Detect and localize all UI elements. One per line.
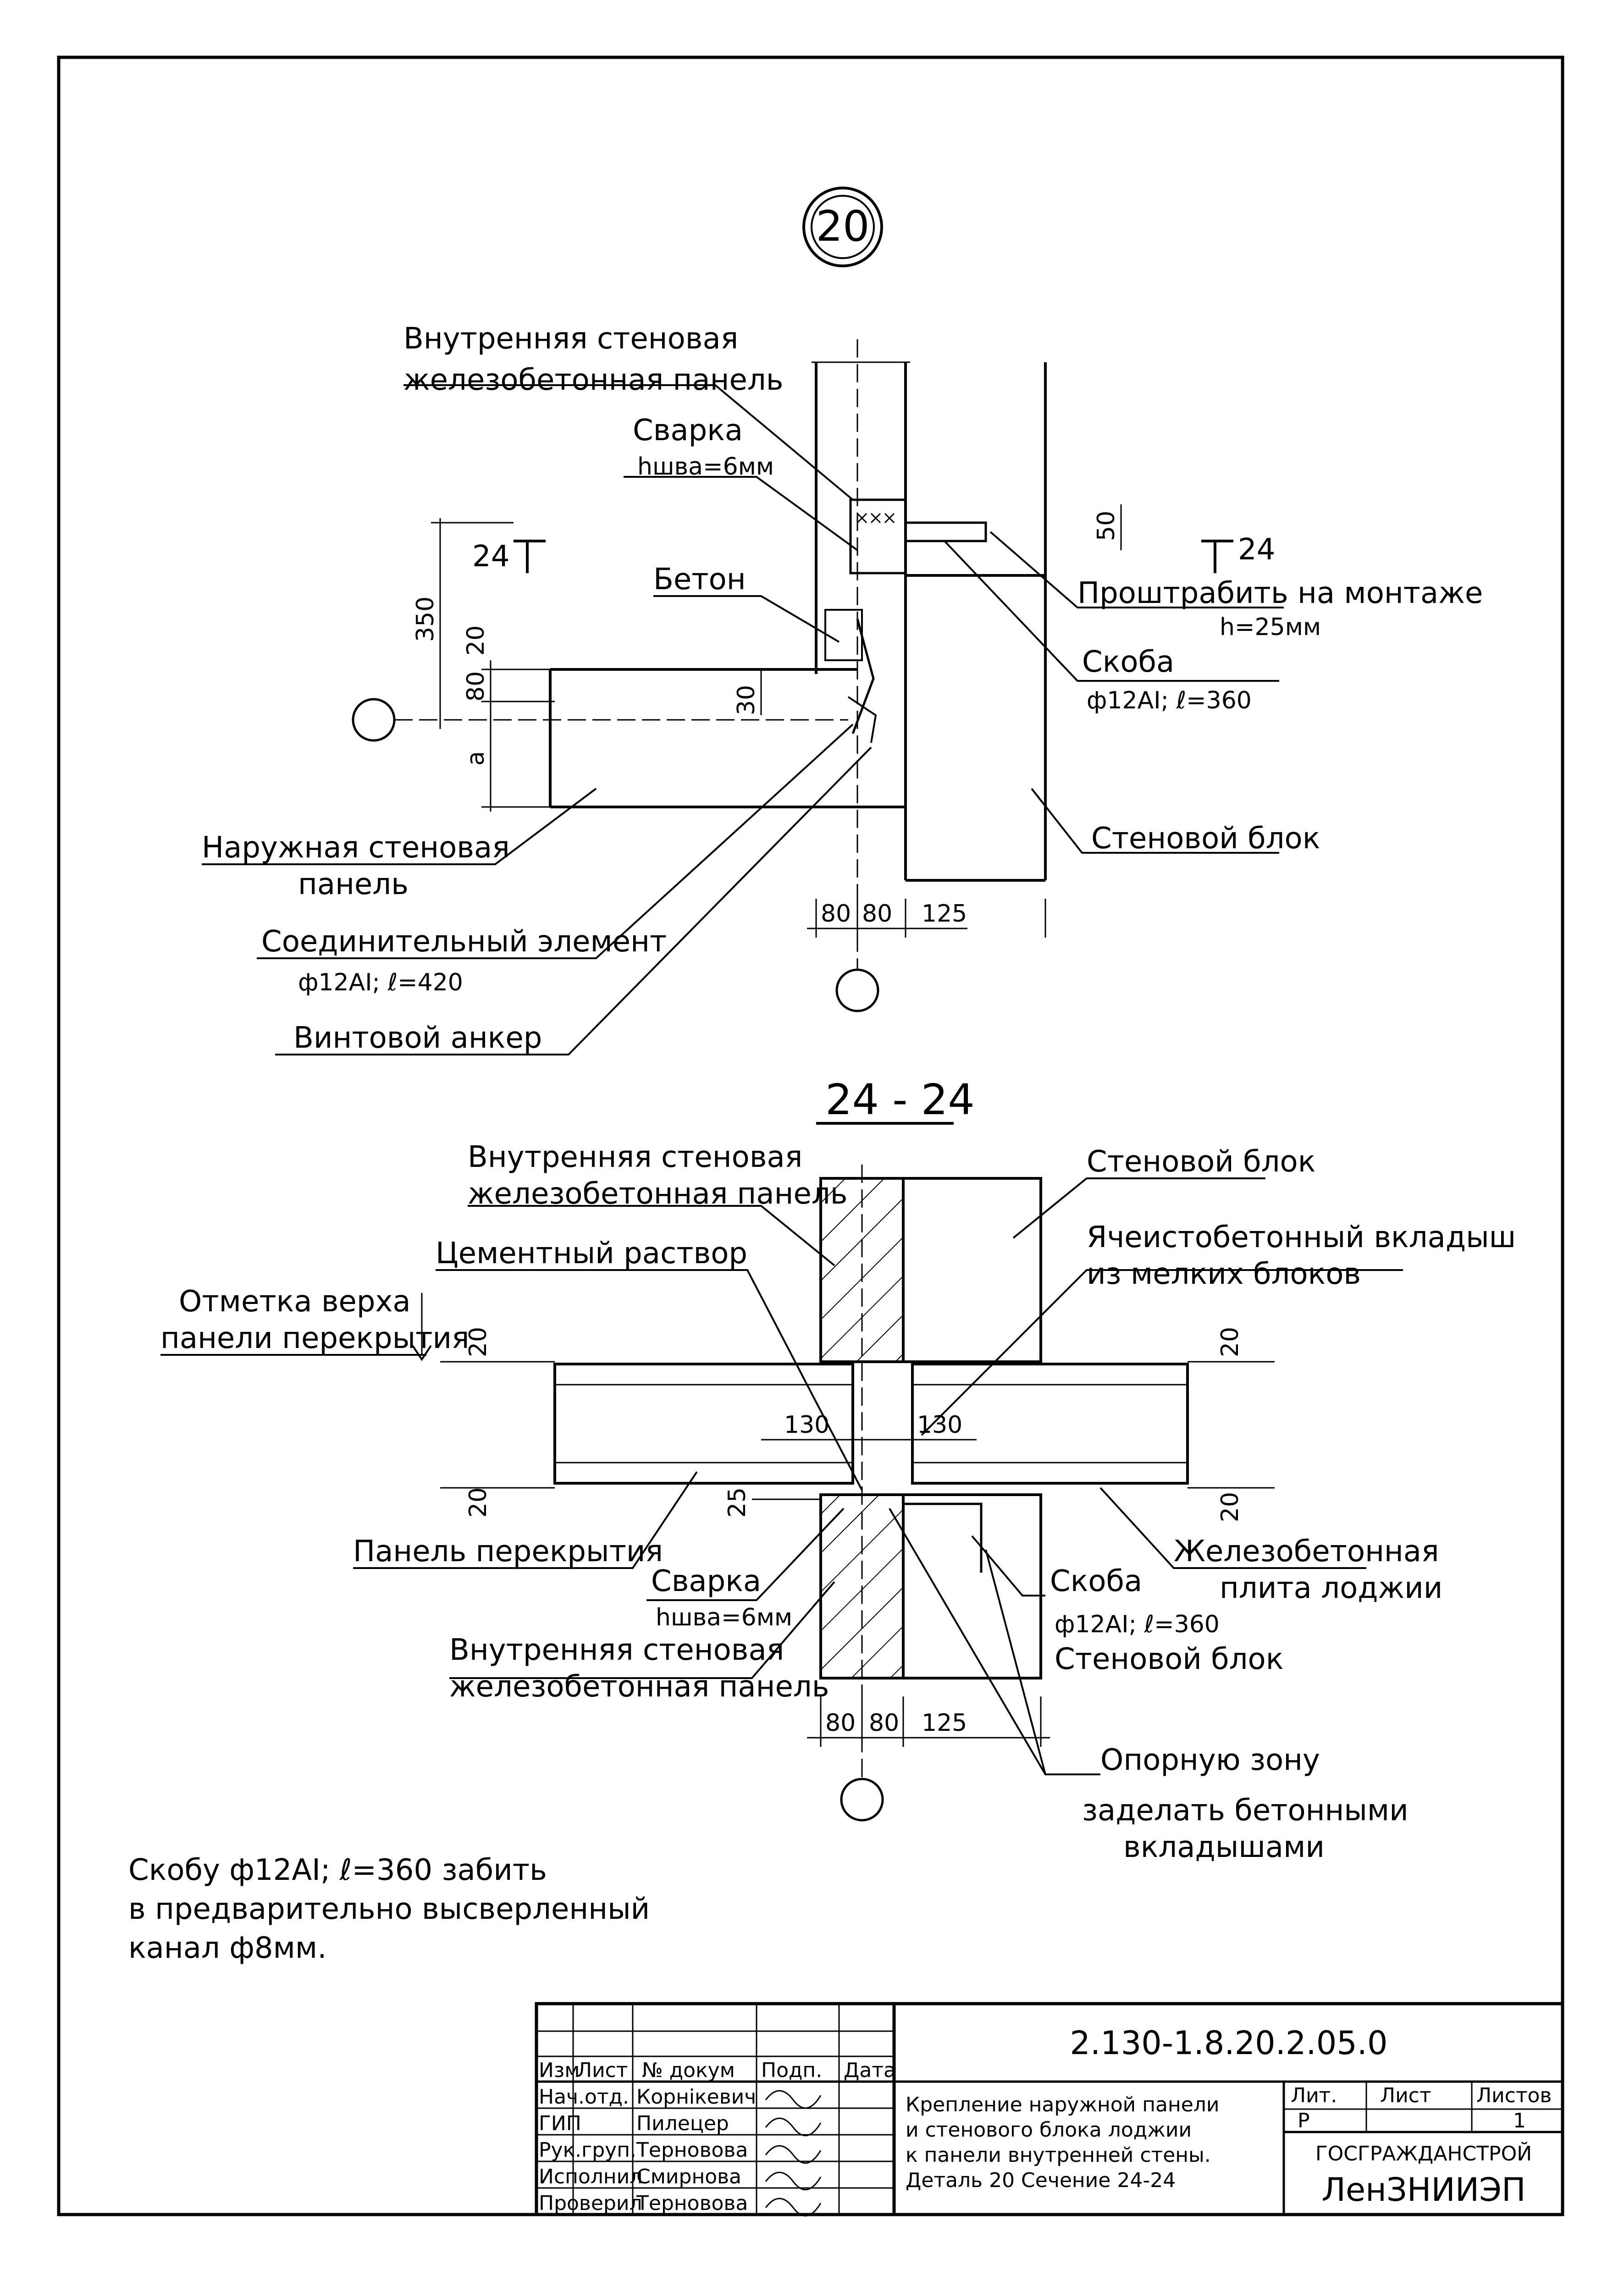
title-block: Изм Лист № докум Подп. Дата Нач.отд. Кор…: [535, 2002, 1564, 2217]
label-bracket-2: ф12АI; ℓ=360: [1087, 687, 1252, 714]
section-title: 24 - 24: [825, 1075, 975, 1124]
dim-130a: 130: [784, 1411, 829, 1439]
dim-30: 30: [733, 685, 760, 715]
label-inner-panel-1: Внутренняя стеновая: [403, 322, 738, 356]
label-concrete: Бетон: [653, 563, 746, 597]
label-outer-panel-1: Наружная стеновая: [202, 831, 510, 865]
label-connector-2: ф12АI; ℓ=420: [298, 969, 463, 996]
section-label-mark-1: Отметка верха: [179, 1285, 411, 1319]
note: Скобу ф12АI; ℓ=360 забить в предваритель…: [128, 1853, 650, 1965]
section-label-floor-panel: Панель перекрытия: [353, 1535, 663, 1569]
section-mark-right: 24: [1238, 533, 1275, 567]
tb-doc-code: 2.130-1.8.20.2.05.0: [1070, 2024, 1387, 2062]
detail-20: 20 24: [202, 187, 1483, 1055]
tb-description-1: Крепление наружной панели: [906, 2093, 1220, 2116]
tb-name-1: Пилецер: [636, 2112, 729, 2135]
tb-role-1: ГИП: [539, 2112, 581, 2135]
label-connector-1: Соединительный элемент: [261, 925, 667, 959]
tb-role-4: Проверил: [539, 2192, 642, 2215]
section-label-support-2: заделать бетонными: [1082, 1794, 1409, 1828]
tb-role-3: Исполнил: [539, 2165, 642, 2188]
tb-name-0: Корнiкевич: [636, 2085, 756, 2109]
section-label-inner-b1: Внутренняя стеновая: [449, 1633, 784, 1667]
tb-lit-value: Р: [1298, 2109, 1310, 2132]
dim-80: 80: [462, 671, 490, 702]
label-bracket-1: Скоба: [1082, 645, 1174, 679]
tb-name-3: Смирнова: [636, 2165, 741, 2188]
detail-number: 20: [816, 202, 869, 251]
section-label-inner-panel-2: железобетонная панель: [468, 1177, 847, 1211]
dim-350: 350: [412, 597, 439, 642]
sheet-frame: [57, 55, 1564, 2216]
detail-number-circle-inner: [811, 195, 875, 259]
tb-name-2: Терновова: [636, 2138, 748, 2162]
dim-20a: 20: [464, 1327, 492, 1357]
label-weld-1: Сварка: [633, 414, 743, 447]
section-label-support-3: вкладышами: [1123, 1830, 1325, 1864]
label-chase-2: h=25мм: [1220, 613, 1321, 641]
section-label-rc-slab-1: Железобетонная: [1174, 1535, 1439, 1569]
section-dim-80a: 80: [825, 1709, 856, 1737]
section-label-weld-1: Сварка: [651, 1564, 761, 1598]
tb-header-list: Лист: [577, 2059, 628, 2082]
section-mark-left: 24: [472, 540, 509, 574]
dim-20b: 20: [464, 1487, 492, 1518]
dim-25: 25: [724, 1487, 751, 1518]
label-chase-1: Проштрабить на монтаже: [1077, 576, 1483, 610]
tb-sheets-label: Листов: [1476, 2084, 1552, 2107]
dim-bottom-80a: 80: [821, 900, 851, 928]
section-label-rc-slab-2: плита лоджии: [1220, 1571, 1442, 1605]
section-label-aerated-1: Ячеистобетонный вкладыш: [1087, 1221, 1516, 1254]
tb-header-doc: № докум: [642, 2059, 735, 2082]
section-label-support-1: Опорную зону: [1100, 1743, 1320, 1777]
tb-name-4: Терновова: [636, 2192, 748, 2215]
note-line-1: Скобу ф12АI; ℓ=360 забить: [128, 1853, 547, 1887]
note-line-2: в предварительно высверленный: [128, 1892, 650, 1926]
tb-sheet-label: Лист: [1380, 2084, 1431, 2107]
label-outer-panel-2: панель: [298, 867, 409, 901]
dim-50: 50: [1093, 511, 1120, 541]
dim-20d: 20: [1216, 1492, 1244, 1522]
tb-description-3: к панели внутренней стены.: [906, 2143, 1211, 2167]
section-label-aerated-2: из мелких блоков: [1087, 1257, 1361, 1291]
section-label-bracket-1: Скоба: [1050, 1564, 1142, 1598]
signature-scribbles: [765, 2090, 822, 2217]
section-label-inner-b2: железобетонная панель: [449, 1670, 829, 1704]
tb-role-0: Нач.отд.: [539, 2085, 629, 2109]
section-label-inner-panel-1: Внутренняя стеновая: [468, 1140, 802, 1174]
tb-role-2: Рук.груп.: [539, 2138, 636, 2162]
tb-lit-label: Лит.: [1291, 2084, 1337, 2107]
section-label-bracket-2: ф12АI; ℓ=360: [1055, 1611, 1220, 1638]
dim-bottom-125: 125: [922, 900, 967, 928]
section-label-weld-2: hшва=6мм: [656, 1604, 792, 1631]
label-wall-block: Стеновой блок: [1091, 822, 1320, 856]
section-label-wall-block: Стеновой блок: [1087, 1145, 1315, 1179]
section-dim-125: 125: [922, 1709, 967, 1737]
section-24-24: 24 - 24 20 20 20 20 25 130: [160, 1075, 1516, 1864]
dim-20c: 20: [1216, 1327, 1244, 1357]
tb-org-1: ГОСГРАЖДАНСТРОЙ: [1315, 2141, 1532, 2165]
tb-description-4: Деталь 20 Сечение 24-24: [906, 2169, 1176, 2192]
tb-header-izm: Изм: [539, 2059, 580, 2082]
dim-130b: 130: [917, 1411, 962, 1439]
section-label-wall-block-2: Стеновой блок: [1055, 1642, 1283, 1676]
tb-description-2: и стенового блока лоджии: [906, 2118, 1192, 2142]
section-dim-80b: 80: [869, 1709, 899, 1737]
label-anchor: Винтовой анкер: [293, 1021, 542, 1055]
detail-number-circle: [802, 187, 883, 267]
tb-sheets-value: 1: [1513, 2109, 1526, 2132]
dim-bottom-80b: 80: [862, 900, 892, 928]
section-label-cement: Цементный раствор: [436, 1237, 747, 1271]
section-label-mark-2: панели перекрытия: [160, 1321, 470, 1355]
tb-header-date: Дата: [844, 2059, 896, 2082]
note-line-3: канал ф8мм.: [128, 1931, 327, 1965]
tb-header-sign: Подп.: [761, 2059, 822, 2082]
dim-a: a: [462, 751, 490, 766]
label-weld-2: hшва=6мм: [637, 453, 774, 481]
tb-org-2: ЛенЗНИИЭП: [1321, 2171, 1525, 2209]
dim-20: 20: [462, 625, 490, 656]
label-inner-panel-2: железобетонная панель: [403, 363, 783, 397]
